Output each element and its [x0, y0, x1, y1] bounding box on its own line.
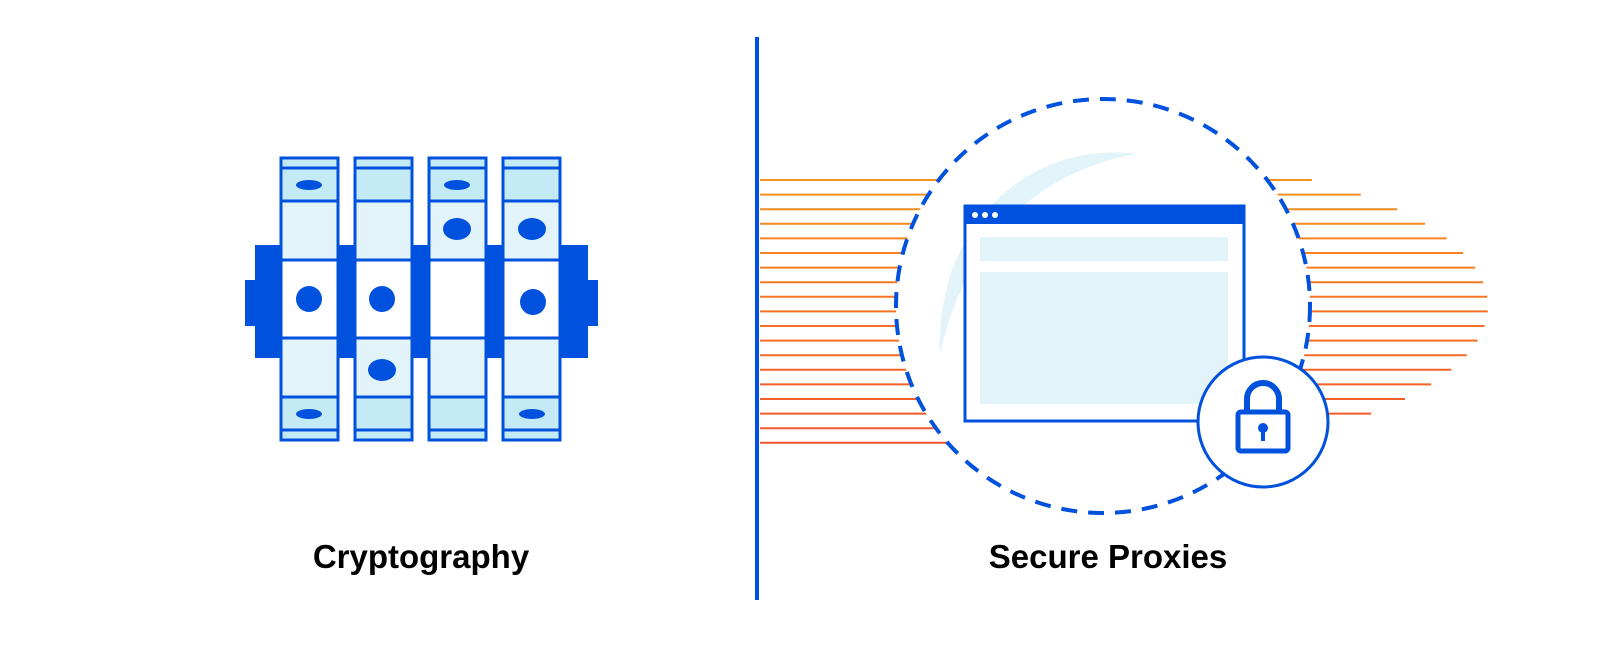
ring-spacer: [486, 245, 506, 358]
browser-window-icon: [963, 204, 1246, 423]
padlock-icon: [1196, 355, 1330, 489]
axle-right: [558, 245, 588, 358]
axle-left-cap: [245, 280, 257, 326]
window-dot: [982, 212, 988, 218]
window-dot: [992, 212, 998, 218]
window-dot: [972, 212, 978, 218]
cipher-wheel-icon: [245, 156, 598, 442]
cipher-ring: [427, 156, 488, 442]
axle-right-cap: [586, 280, 598, 326]
caption-secure-proxies: Secure Proxies: [988, 538, 1228, 575]
caption-cryptography: Cryptography: [312, 538, 530, 575]
traffic-stripes-right: [1256, 179, 1488, 444]
cipher-ring: [353, 156, 414, 442]
cipher-ring: [279, 156, 340, 442]
ring-spacer: [338, 245, 358, 358]
cipher-ring: [501, 156, 562, 442]
ring-spacer: [412, 245, 432, 358]
traffic-stripes-left: [760, 179, 950, 444]
